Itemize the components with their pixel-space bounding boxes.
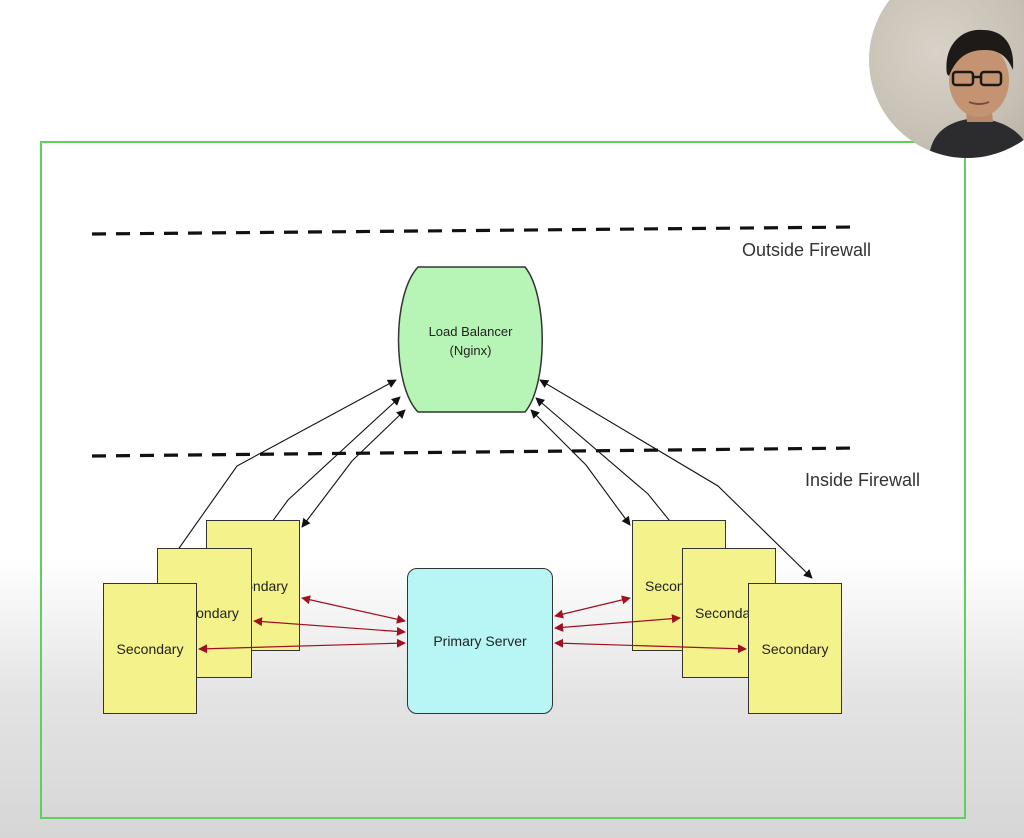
lb-link-right-front xyxy=(539,379,813,579)
slide-frame xyxy=(40,141,966,819)
secondary-label: Secondary xyxy=(695,605,762,621)
inside-firewall-line xyxy=(91,446,859,458)
load-balancer-type: (Nginx) xyxy=(449,343,492,358)
primary-server-label: Primary Server xyxy=(433,633,527,649)
inside-firewall-label: Inside Firewall xyxy=(805,470,921,490)
secondary-label: Secondary xyxy=(761,640,829,657)
presenter-avatar xyxy=(929,29,1024,158)
lb-link-right-back xyxy=(530,409,631,526)
secondary-node-right-front: Secondary xyxy=(748,583,842,714)
outside-firewall-label: Outside Firewall xyxy=(742,240,872,260)
secondary-label: Secondary xyxy=(116,640,184,657)
primary-server-node: Primary Server xyxy=(407,568,553,714)
lb-link-left-back xyxy=(301,409,406,528)
load-balancer-node xyxy=(397,266,543,413)
secondary-node-left-front: Secondary xyxy=(103,583,197,714)
outside-firewall-line xyxy=(91,225,859,236)
load-balancer-label: Load Balancer (Nginx) xyxy=(398,322,543,360)
load-balancer-name: Load Balancer xyxy=(428,324,513,339)
presenter-webcam xyxy=(869,0,1024,158)
